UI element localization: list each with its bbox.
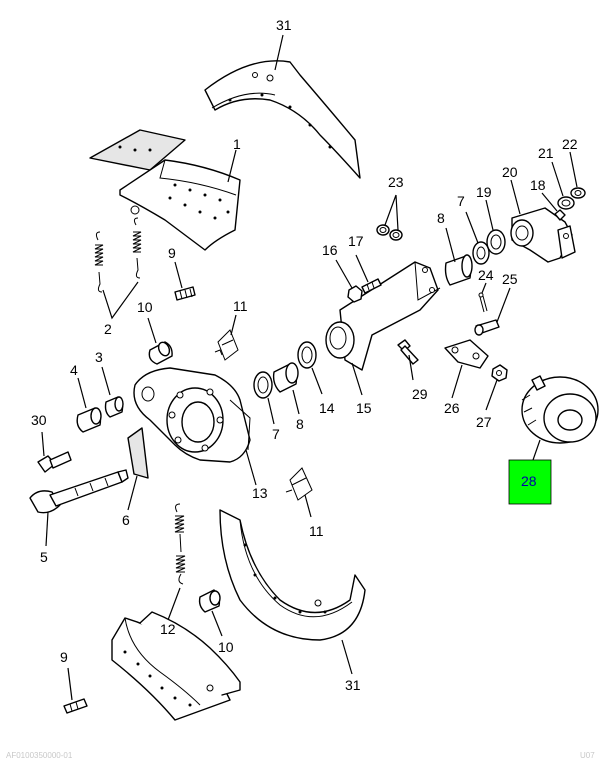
part-12-return-spring	[174, 503, 186, 585]
callout-20: 20	[502, 164, 518, 180]
callout-10-top: 10	[137, 299, 153, 315]
callout-6: 6	[122, 512, 130, 528]
callout-23: 23	[388, 174, 404, 190]
part-15-chamber-bracket	[325, 261, 441, 371]
callout-24: 24	[478, 267, 494, 283]
part-21-washer	[557, 196, 575, 210]
callout-16: 16	[322, 242, 338, 258]
part-4-bushing	[76, 407, 102, 433]
callout-15: 15	[356, 400, 372, 416]
callout-5: 5	[40, 549, 48, 565]
callout-22: 22	[562, 136, 578, 152]
part-11-clip-bottom	[285, 467, 313, 501]
part-26-clevis	[444, 339, 489, 369]
callout-18: 18	[530, 177, 546, 193]
callout-7-top: 7	[457, 193, 465, 209]
callout-14: 14	[319, 400, 335, 416]
part-14-washer	[297, 341, 317, 369]
callout-13: 13	[252, 485, 268, 501]
part-10-bushing-top	[148, 341, 173, 365]
part-9-anchor-pin-bottom	[63, 698, 88, 714]
part-18-grease-fitting	[554, 209, 566, 221]
callout-4: 4	[70, 362, 78, 378]
part-31-dust-shield-top	[204, 60, 361, 179]
part-23-bushings	[376, 224, 403, 241]
callout-12: 12	[160, 621, 176, 637]
part-25-clevis-pin	[474, 319, 500, 336]
part-22-snap-ring	[570, 187, 586, 199]
callout-11-top: 11	[233, 298, 248, 314]
part-3-bushing	[104, 396, 124, 418]
part-9-anchor-pin-top	[174, 286, 196, 301]
callout-26: 26	[444, 400, 460, 416]
callout-19: 19	[476, 184, 492, 200]
footer-figure-code: AF0100350000-01	[6, 751, 73, 760]
callout-2: 2	[104, 321, 112, 337]
part-28-brake-chamber[interactable]	[521, 375, 599, 444]
part-29-bolt	[397, 339, 419, 365]
part-27-nut	[491, 364, 508, 382]
callout-8-mid: 8	[296, 416, 304, 432]
callout-21: 21	[538, 145, 554, 161]
callout-28-highlight[interactable]: 28	[508, 459, 552, 505]
part-20-slack-adjuster	[510, 207, 576, 263]
callout-11-bottom: 11	[309, 523, 324, 539]
part-6-cover-plate	[127, 427, 149, 479]
callout-17: 17	[348, 233, 364, 249]
part-13-brake-spider	[133, 367, 251, 463]
callout-30: 30	[31, 412, 47, 428]
part-7-seal-top	[472, 241, 490, 265]
part-31-dust-shield-bottom	[219, 509, 366, 641]
part-19-washer	[486, 229, 506, 255]
callout-7-mid: 7	[272, 426, 280, 442]
callout-31-bottom: 31	[345, 677, 361, 693]
callout-3: 3	[95, 349, 103, 365]
part-8-bushing-top	[444, 254, 473, 286]
callout-28-label[interactable]: 28	[521, 473, 537, 489]
part-2-return-springs	[94, 217, 142, 293]
callout-27: 27	[476, 414, 492, 430]
part-7-seal-mid	[253, 371, 273, 399]
callout-28-box[interactable]	[508, 459, 552, 505]
part-16-nut	[347, 285, 363, 303]
part-11-clip-top	[214, 329, 239, 361]
part-5-camshaft	[29, 469, 129, 514]
part-17-bolt	[361, 278, 382, 294]
callout-25: 25	[502, 271, 518, 287]
callout-31-top: 31	[276, 17, 292, 33]
part-1-brake-shoe-top	[89, 129, 241, 251]
part-brake-shoes-bottom	[111, 611, 241, 721]
callout-9-bottom: 9	[60, 649, 68, 665]
footer-page-code: U07	[580, 751, 595, 760]
part-10-bushing-bottom	[198, 589, 221, 613]
callout-10-bottom: 10	[218, 639, 234, 655]
callout-8-top: 8	[437, 210, 445, 226]
part-8-bushing-mid	[272, 362, 299, 393]
callout-29: 29	[412, 386, 428, 402]
part-24-cotter-pin	[478, 292, 488, 313]
callout-9-top: 9	[168, 245, 176, 261]
callout-1: 1	[233, 136, 241, 152]
part-30-bolt	[37, 451, 72, 473]
